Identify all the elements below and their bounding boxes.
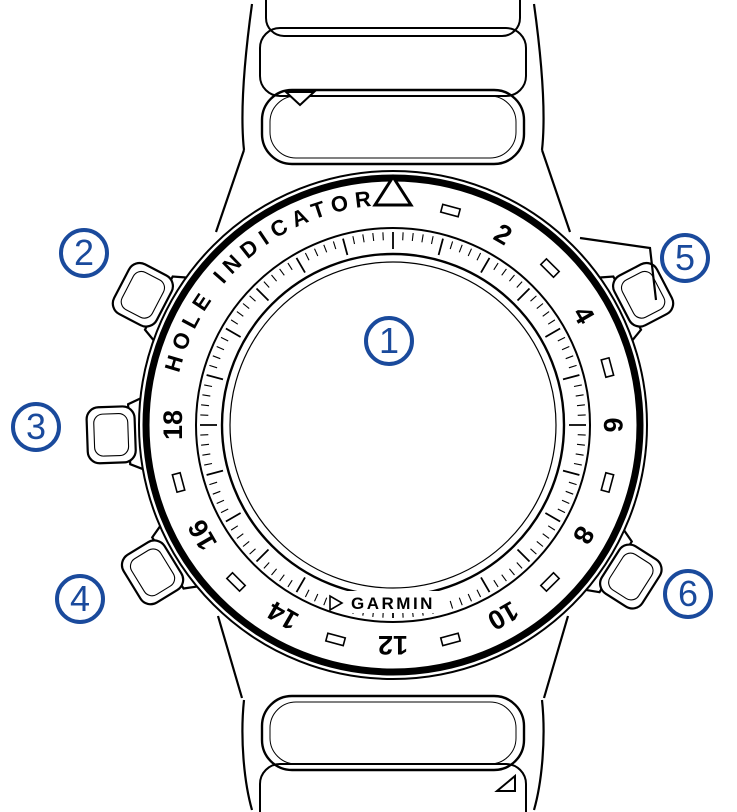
callout-6-right-lower-button: 6	[663, 569, 713, 619]
brand-block: GARMIN	[329, 591, 445, 613]
minute-tick-ring	[200, 232, 586, 618]
callout-1-display: 1	[364, 316, 414, 366]
callout-4-left-lower-button: 4	[55, 574, 105, 624]
callout-3-left-middle-button: 3	[11, 402, 61, 452]
bezel-number: 6	[598, 417, 628, 432]
case-guard	[579, 236, 658, 301]
watch-band-bottom	[216, 615, 570, 812]
bezel-number: 18	[158, 410, 188, 440]
left-middle-button	[85, 396, 145, 471]
band-triangle-marker	[283, 91, 317, 107]
callout-2-left-upper-button: 2	[59, 228, 109, 278]
watch-dial	[220, 252, 566, 598]
callout-5-right-upper-button: 5	[660, 233, 710, 283]
band-triangle-marker-bottom	[494, 773, 516, 792]
bezel-triangle-index	[372, 174, 414, 207]
brand-label: GARMIN	[351, 594, 435, 613]
bezel-markers	[171, 203, 615, 647]
watch-band-top	[214, 0, 572, 233]
brand-left-triangle	[329, 594, 344, 612]
bezel-number: 12	[378, 630, 408, 660]
